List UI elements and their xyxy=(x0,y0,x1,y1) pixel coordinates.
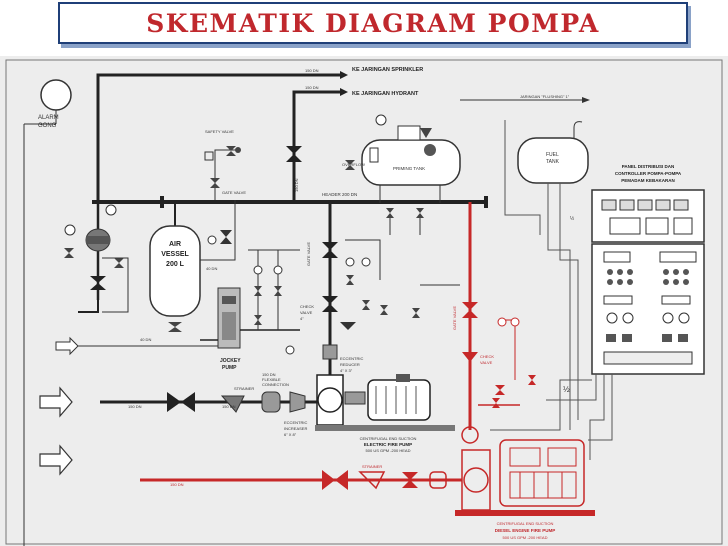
page-title: SKEMATIK DIAGRAM POMPA xyxy=(146,9,600,38)
diesel-suction-dn-label: 150 DN xyxy=(170,482,184,487)
electric-suction-dn-label: 150 DN xyxy=(128,404,142,409)
ke-jaringan-sprinkler-label: KE JARINGAN SPRINKLER xyxy=(352,67,423,73)
electric-gate-valve-label: GATE VALVE xyxy=(306,242,311,266)
electric-fire-pump-label: ELECTRIC FIRE PUMP xyxy=(364,442,412,447)
title-box: SKEMATIK DIAGRAM POMPA xyxy=(58,2,688,44)
vessel-volume-label: 200 L xyxy=(166,261,185,268)
sprinkler-dn-label: 150 DN xyxy=(305,68,319,73)
diagram-panel: ALARM GONG 150 DN KE JARINGAN SPRINKLER … xyxy=(0,56,728,546)
header-branch-valves xyxy=(340,208,460,330)
jaringan-flushing-label: JARINGAN "FLUSHING" 1" xyxy=(520,94,570,99)
ke-jaringan-hydrant-label: KE JARINGAN HYDRANT xyxy=(352,91,419,97)
safety-valve-cluster: SAFETY VALVE GATE VALVE xyxy=(204,129,246,200)
header-label: HEADER 200 DN xyxy=(322,192,357,197)
panel-title-line-1: PANEL DISTRIBUSI DAN xyxy=(622,164,675,169)
electric-strainer-dn-label: 150 DN xyxy=(222,404,236,409)
diesel-gate-valve-label: GATE VALVE xyxy=(452,306,457,330)
electric-strainer-label: STRAINER xyxy=(234,386,254,391)
electric-fire-pump: CENTRIFUGAL END SUCTION ELECTRIC FIRE PU… xyxy=(315,374,455,453)
title-bar: SKEMATIK DIAGRAM POMPA xyxy=(0,0,728,56)
diesel-check-valve-label: CHECK xyxy=(480,354,494,359)
diesel-engine-fire-pump: CENTRIFUGAL END SUCTION DIESEL ENGINE FI… xyxy=(455,439,595,540)
priming-tank: PRIMING TANK OVERFLOW xyxy=(342,114,461,203)
pump-label: PUMP xyxy=(222,365,237,371)
hydrant-gate-valve xyxy=(286,146,302,162)
suction-lines: 40 DN 150 DN 150 DN STRAINER 150 DN FLEX… xyxy=(39,336,317,476)
flexible-dn-label: 150 DN xyxy=(262,372,276,377)
diagram-frame xyxy=(5,59,723,545)
electric-discharge-column: GATE VALVE CHECK VALVE 4" ECCENTRIC REDU… xyxy=(300,202,363,410)
pump-schematic-diagram: ALARM GONG 150 DN KE JARINGAN SPRINKLER … xyxy=(5,59,723,546)
hydrant-dn-label: 150 DN xyxy=(305,85,319,90)
alarm-label: ALARM xyxy=(38,115,59,121)
fuel-tank: FUEL TANK ½ xyxy=(504,120,589,430)
riser-dn-label: 150 DN xyxy=(294,178,299,192)
electric-pump-type-label: CENTRIFUGAL END SUCTION xyxy=(360,436,417,441)
air-vessel: AIR VESSEL 200 L 40 DN xyxy=(149,200,236,332)
diesel-pump-type-label: CENTRIFUGAL END SUCTION xyxy=(497,521,554,526)
check-valve-size-label: 4" xyxy=(300,316,304,321)
vessel-label: VESSEL xyxy=(161,251,189,258)
increaser-size-label: 6" X 8" xyxy=(284,432,297,437)
fuel-label: FUEL xyxy=(546,152,559,158)
jockey-pump: JOCKEY PUMP xyxy=(200,287,300,371)
diesel-check-valve-sub-label: VALVE xyxy=(480,360,493,365)
flexible-label: FLEXIBLE xyxy=(262,377,281,382)
reducer-size-label: 4" X 3" xyxy=(340,368,353,373)
svg-text:ALARM: ALARM xyxy=(38,115,59,121)
fuel-half-label: ½ xyxy=(570,215,575,222)
panel-half-label: ½ xyxy=(563,385,570,394)
reducer-sub-label: REDUCER xyxy=(340,362,360,367)
tank-label: TANK xyxy=(546,159,560,165)
flushing-line: JARINGAN "FLUSHING" 1" xyxy=(460,94,590,103)
check-valve-label: CHECK xyxy=(300,304,314,309)
connection-label: CONNECTION xyxy=(262,382,289,387)
diesel-fire-line: 150 DN STRAINER GATE VALVE CHECK VALVE xyxy=(140,202,536,490)
check-valve-sub-label: VALVE xyxy=(300,310,313,315)
jockey-suction-dn-label: 40 DN xyxy=(140,337,151,342)
sprinkler-riser: 150 DN KE JARINGAN SPRINKLER xyxy=(96,67,423,200)
gong-label: GONG xyxy=(38,123,57,129)
panel-title-line-3: PEMADAM KEBAKARAN xyxy=(621,178,675,183)
reducer-label: ECCENTRIC xyxy=(340,356,363,361)
gate-valve-label: GATE VALVE xyxy=(222,190,246,195)
diesel-pump-rating-label: 500 US GPM -200 HEAD xyxy=(503,535,548,540)
diesel-fire-pump-label: DIESEL ENGINE FIRE PUMP xyxy=(495,528,555,533)
panel-title-line-2: CONTROLLER POMPA-POMPA xyxy=(615,171,682,176)
diesel-strainer-label: STRAINER xyxy=(362,464,382,469)
control-panel: PANEL DISTRIBUSI DAN CONTROLLER POMPA-PO… xyxy=(490,164,705,460)
jockey-label: JOCKEY xyxy=(220,358,241,364)
overflow-label: OVERFLOW xyxy=(342,162,365,167)
main-header-pipe: HEADER 200 DN xyxy=(92,192,488,208)
alarm-valve-assembly xyxy=(64,200,129,313)
hydrant-riser: 150 DN KE JARINGAN HYDRANT xyxy=(292,85,419,200)
air-vessel-label: AIR xyxy=(169,241,181,248)
increaser-label: ECCENTRIC xyxy=(284,420,307,425)
increaser-sub-label: INCREASER xyxy=(284,426,307,431)
svg-text:GONG: GONG xyxy=(38,123,57,129)
priming-tank-label: PRIMING TANK xyxy=(393,166,425,171)
jockey-valve-cluster xyxy=(248,249,300,355)
alarm-gong: ALARM GONG xyxy=(23,79,72,546)
electric-pump-rating-label: 500 US GPM -200 HEAD xyxy=(366,448,411,453)
air-vessel-dn-label: 40 DN xyxy=(206,266,217,271)
safety-valve-label: SAFETY VALVE xyxy=(205,129,234,134)
